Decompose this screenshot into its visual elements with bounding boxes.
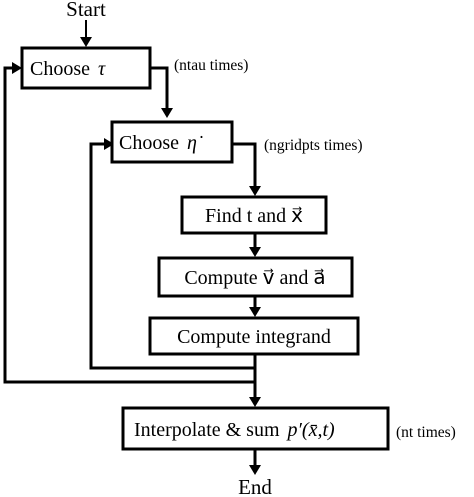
end-arrowhead [249, 465, 261, 475]
inner-loop-line [89, 142, 255, 370]
ntau-note: (ntau times) [174, 57, 248, 74]
ngridpts-note: (ngridpts times) [264, 137, 363, 154]
end-label: End [238, 475, 272, 497]
start-label: Start [66, 0, 106, 21]
inner-loop-arrowhead [104, 138, 114, 150]
find-label: Find t and x⃗ [205, 205, 303, 227]
va-to-integrand-arrowhead [249, 307, 261, 317]
integrand-label: Compute integrand [177, 326, 331, 348]
tau-to-eta-line [150, 66, 169, 108]
compute-va-box [157, 256, 354, 298]
choose-eta-box [110, 120, 234, 164]
outer-loop-arrowhead [12, 62, 22, 74]
interp-box [121, 406, 390, 451]
choose-tau-box [20, 46, 152, 90]
outer-loop-line [3, 66, 255, 384]
nt-note: (nt times) [396, 424, 456, 441]
tau-to-eta-arrowhead [161, 108, 173, 118]
find-box [180, 195, 328, 235]
integrand-box [148, 316, 360, 356]
eta-to-find-line [232, 142, 257, 186]
find-to-va-arrowhead [249, 247, 261, 257]
compute-va-label: Compute v⃗ and a⃗ [184, 267, 325, 289]
start-arrowhead [80, 37, 92, 47]
eta-to-find-arrowhead [249, 186, 261, 196]
integrand-to-interp-arrowhead [249, 397, 261, 407]
